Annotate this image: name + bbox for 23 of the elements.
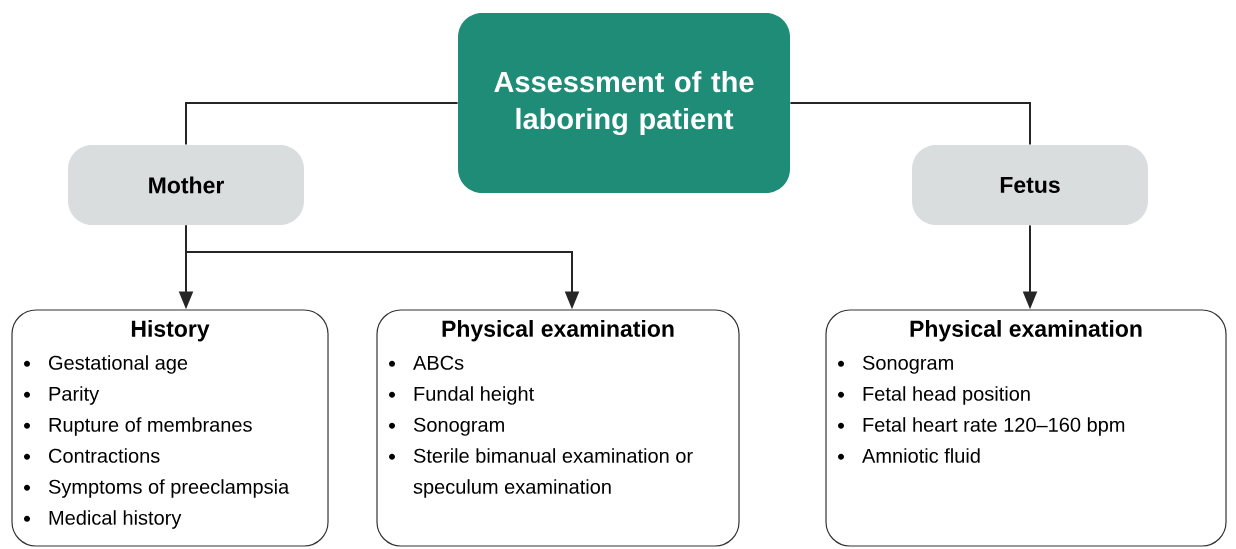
list-heading: Physical examination [442,320,674,342]
list-item: Medical history [24,510,182,529]
list-item: Rupture of membranes [24,417,252,436]
list-item: Fetal head position [838,386,1030,405]
list-item: Amniotic fluid [838,448,980,463]
list-item: Sonogram [389,417,504,436]
list-box [11,309,329,547]
category-box: Mother [68,145,304,225]
list-item: Gestational age [24,355,188,374]
list-heading: Physical examination [910,320,1142,342]
list-item: Sterile bimanual examination or speculum examination [389,448,693,498]
list-item: Fundal height [389,386,535,405]
list-item: Symptoms of preeclampsia [24,479,290,498]
list-heading: History [131,320,210,342]
list-item: Contractions [24,448,160,463]
list-box [825,309,1227,547]
list-item: Parity [24,386,100,405]
list-item: ABCs [389,355,464,370]
list-item: Fetal heart rate 120–160 bpm [838,417,1125,436]
list-box [376,309,740,547]
list-item: Sonogram [838,355,953,374]
title-box: Assessment of the laboring patient [458,13,790,193]
category-box: Fetus [912,145,1148,225]
